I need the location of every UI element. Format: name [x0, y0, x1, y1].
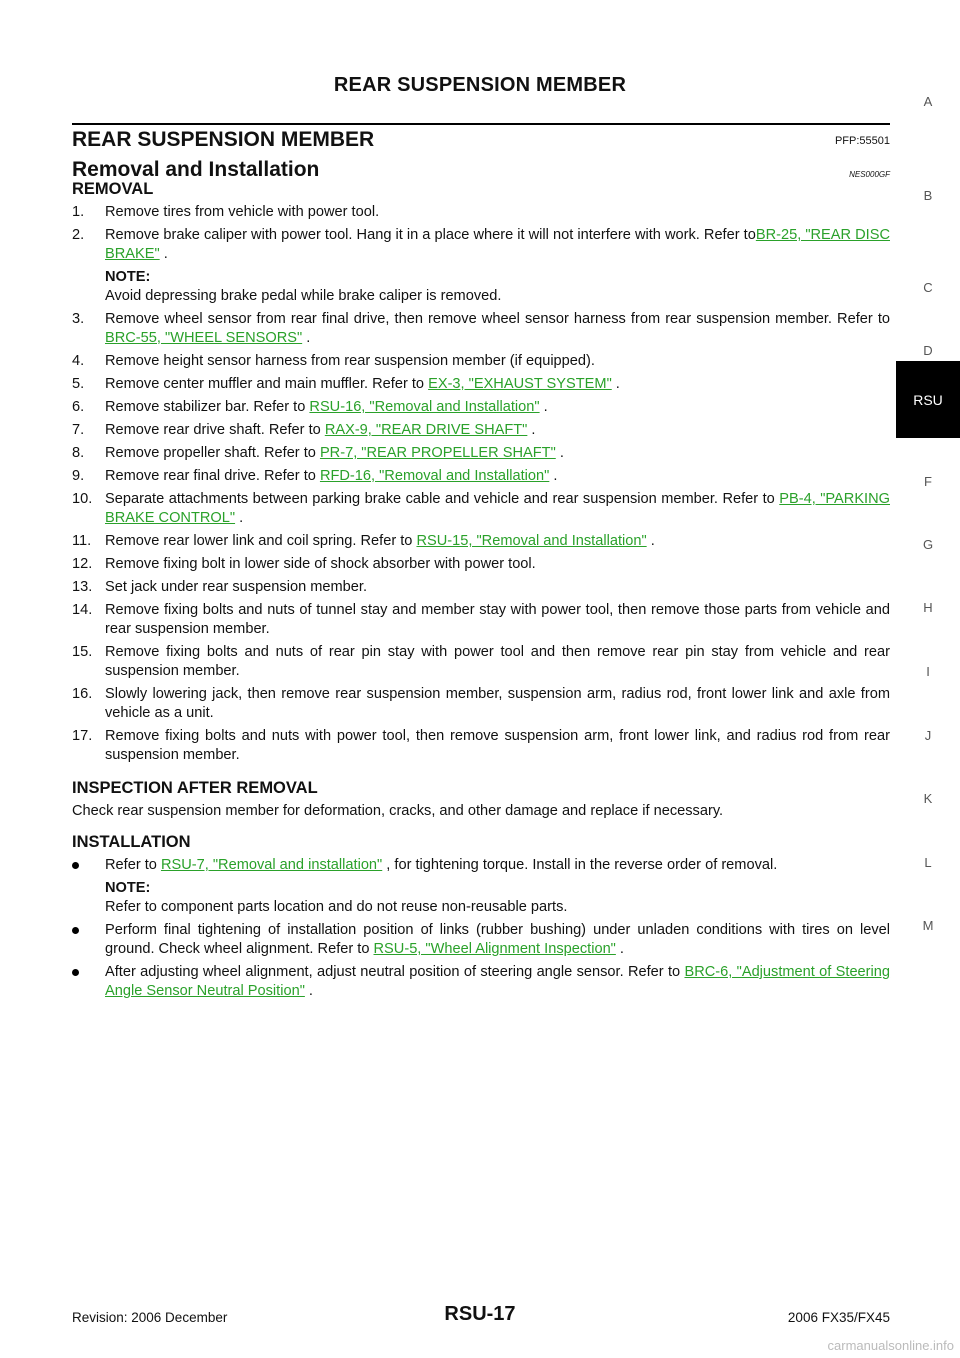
- side-index-i[interactable]: I: [926, 664, 930, 679]
- removal-step-12: 12.Remove fixing bolt in lower side of s…: [72, 556, 536, 572]
- removal-step-8: 8.Remove propeller shaft. Refer to PR-7,…: [72, 445, 564, 461]
- installation-note: NOTE:Refer to component parts location a…: [105, 880, 568, 915]
- installation-bullet-3: After adjusting wheel alignment, adjust …: [72, 963, 890, 1001]
- link-rfd-16[interactable]: RFD-16, "Removal and Installation": [319, 468, 550, 484]
- link-brc-6[interactable]: BRC-6, "Adjustment of Steering Angle Sen…: [105, 964, 891, 999]
- side-index-f[interactable]: F: [924, 474, 932, 489]
- side-index-m[interactable]: M: [922, 918, 934, 933]
- removal-step-7: 7.Remove rear drive shaft. Refer to RAX-…: [72, 422, 536, 438]
- link-rsu-7[interactable]: RSU-7, "Removal and installation": [160, 857, 383, 873]
- link-pb-4[interactable]: PB-4, "PARKING BRAKE CONTROL": [105, 491, 890, 526]
- removal-step-10: 10.Separate attachments between parking …: [72, 491, 890, 526]
- footer-revision: Revision: 2006 December: [72, 1310, 228, 1325]
- section-title: REAR SUSPENSION MEMBER: [72, 128, 375, 151]
- subsection-code: NES000GF: [849, 170, 890, 179]
- link-rsu-16[interactable]: RSU-16, "Removal and Installation": [309, 399, 540, 415]
- header-rule: [72, 123, 890, 125]
- bullet-icon: [72, 969, 79, 976]
- side-index-a[interactable]: A: [923, 94, 933, 109]
- main-content: REMOVAL 1.Remove tires from vehicle with…: [72, 180, 890, 1005]
- side-index-h[interactable]: H: [923, 600, 933, 615]
- removal-step-5: 5.Remove center muffler and main muffler…: [72, 376, 620, 392]
- installation-bullet-1: Refer to RSU-7, "Removal and installatio…: [72, 856, 890, 875]
- side-index-d[interactable]: D: [923, 343, 933, 358]
- removal-step-13: 13.Set jack under rear suspension member…: [72, 579, 368, 595]
- side-index-g[interactable]: G: [922, 537, 934, 552]
- footer-model: 2006 FX35/FX45: [787, 1310, 890, 1325]
- link-pr-7[interactable]: PR-7, "REAR PROPELLER SHAFT": [319, 445, 556, 461]
- footer-page-number: RSU-17: [444, 1303, 516, 1325]
- inspection-heading: INSPECTION AFTER REMOVAL: [72, 779, 318, 797]
- removal-step-1: 1.Remove tires from vehicle with power t…: [72, 204, 380, 220]
- side-index-k[interactable]: K: [923, 791, 933, 806]
- bullet-icon: [72, 927, 79, 934]
- removal-step-15: 15.Remove fixing bolts and nuts of rear …: [72, 644, 890, 679]
- installation-bullet-2: Perform final tightening of installation…: [72, 921, 890, 959]
- side-index-l[interactable]: L: [924, 855, 932, 870]
- link-ex-3[interactable]: EX-3, "EXHAUST SYSTEM": [428, 376, 612, 392]
- inspection-text: Check rear suspension member for deforma…: [72, 803, 724, 819]
- installation-heading: INSTALLATION: [72, 833, 191, 851]
- removal-heading: REMOVAL: [72, 180, 154, 198]
- side-index-j[interactable]: J: [924, 728, 932, 743]
- watermark: carmanualsonline.info: [827, 1338, 954, 1353]
- removal-step-11: 11.Remove rear lower link and coil sprin…: [72, 533, 655, 549]
- link-rsu-15[interactable]: RSU-15, "Removal and Installation": [416, 533, 647, 549]
- subsection-title: Removal and Installation: [72, 158, 320, 181]
- pfp-code: PFP:55501: [834, 135, 890, 147]
- side-index-c[interactable]: C: [923, 280, 933, 295]
- link-br-25[interactable]: BR-25, "REAR DISC BRAKE": [105, 227, 890, 262]
- removal-note: NOTE:Avoid depressing brake pedal while …: [105, 269, 502, 304]
- removal-step-16: 16.Slowly lowering jack, then remove rea…: [72, 686, 890, 721]
- removal-step-3: 3.Remove wheel sensor from rear final dr…: [72, 311, 890, 346]
- removal-step-17: 17.Remove fixing bolts and nuts with pow…: [72, 728, 890, 763]
- link-rax-9[interactable]: RAX-9, "REAR DRIVE SHAFT": [324, 422, 528, 438]
- bullet-icon: [72, 862, 79, 869]
- removal-step-6: 6.Remove stabilizer bar. Refer to RSU-16…: [72, 399, 548, 415]
- side-index-b[interactable]: B: [923, 188, 933, 203]
- page-header-title: REAR SUSPENSION MEMBER: [333, 74, 627, 96]
- removal-step-14: 14.Remove fixing bolts and nuts of tunne…: [72, 602, 890, 637]
- removal-step-9: 9.Remove rear final drive. Refer to RFD-…: [72, 468, 558, 484]
- link-rsu-5[interactable]: RSU-5, "Wheel Alignment Inspection": [373, 941, 616, 957]
- removal-step-2: 2.Remove brake caliper with power tool. …: [72, 227, 890, 262]
- removal-step-4: 4.Remove height sensor harness from rear…: [72, 353, 595, 369]
- side-index-rsu-active[interactable]: RSU: [896, 361, 960, 438]
- link-brc-55[interactable]: BRC-55, "WHEEL SENSORS": [105, 330, 303, 346]
